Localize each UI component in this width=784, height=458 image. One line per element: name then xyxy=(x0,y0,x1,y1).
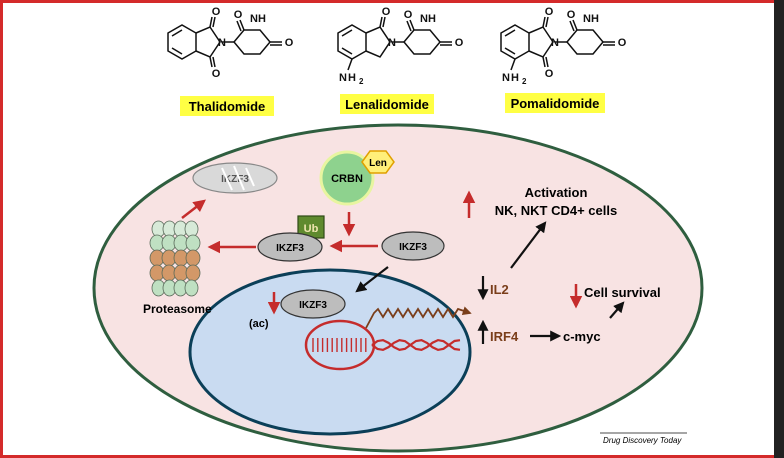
svg-text:H: H xyxy=(258,13,266,25)
proteasome-label: Proteasome xyxy=(143,302,212,316)
svg-text:O: O xyxy=(404,9,413,21)
svg-text:H: H xyxy=(348,72,356,84)
ikzf3-ubiquitinated: IKZF3 xyxy=(257,232,323,262)
svg-text:N: N xyxy=(339,72,347,84)
svg-text:Ub: Ub xyxy=(304,223,319,235)
source-label: Drug Discovery Today xyxy=(603,436,682,445)
proteasome-subunit xyxy=(185,234,201,252)
svg-text:IKZF3: IKZF3 xyxy=(299,300,327,311)
proteasome-subunit xyxy=(185,249,201,267)
svg-text:H: H xyxy=(428,13,436,25)
red-arrows xyxy=(181,190,583,315)
dna-helix-strand xyxy=(371,338,461,352)
proteasome-subunit xyxy=(184,279,199,297)
svg-text:Pomalidomide: Pomalidomide xyxy=(511,96,600,111)
svg-text:O: O xyxy=(455,37,464,49)
frame-shadow xyxy=(774,0,784,458)
svg-text:N: N xyxy=(388,37,396,49)
dna-loop xyxy=(304,306,472,371)
black-arrows xyxy=(355,221,625,344)
mrna-transcript xyxy=(365,306,472,329)
drug-label-lenalidomide: Lenalidomide xyxy=(340,94,434,114)
proteasome-subunit xyxy=(184,220,199,238)
svg-text:Thalidomide: Thalidomide xyxy=(189,99,266,114)
dna-helix-strand xyxy=(371,338,461,352)
cell-survival-label: Cell survival xyxy=(584,285,661,300)
activation-title: Activation xyxy=(525,185,588,200)
svg-text:N: N xyxy=(250,13,258,25)
svg-text:IKZF3: IKZF3 xyxy=(399,242,427,253)
svg-text:2: 2 xyxy=(359,77,364,86)
il2-label: IL2 xyxy=(490,282,509,297)
proteasome-icon xyxy=(149,220,201,297)
svg-text:Lenalidomide: Lenalidomide xyxy=(345,97,429,112)
ac-label: (ac) xyxy=(249,318,269,330)
svg-text:O: O xyxy=(212,68,221,80)
dna-circle xyxy=(304,319,376,371)
ikzf3-cytoplasm: IKZF3 xyxy=(381,231,445,261)
svg-text:N: N xyxy=(502,72,510,84)
svg-text:N: N xyxy=(218,37,226,49)
svg-text:IKZF3: IKZF3 xyxy=(221,174,249,185)
svg-text:O: O xyxy=(212,6,221,18)
degraded-ikzf3: IKZF3 xyxy=(192,162,278,194)
drug-label-thalidomide: Thalidomide xyxy=(180,96,274,116)
svg-text:O: O xyxy=(285,37,294,49)
svg-text:CRBN: CRBN xyxy=(331,173,363,185)
svg-text:O: O xyxy=(545,6,554,18)
irf4-label: IRF4 xyxy=(490,329,519,344)
ubiquitin-tag: Ub xyxy=(297,215,325,239)
svg-text:O: O xyxy=(618,37,627,49)
ikzf3-nucleus: IKZF3 xyxy=(280,289,346,319)
svg-text:IKZF3: IKZF3 xyxy=(276,243,304,254)
svg-text:O: O xyxy=(545,68,554,80)
svg-text:O: O xyxy=(234,9,243,21)
crbn-complex: CRBN Len xyxy=(319,150,395,206)
cmyc-label: c-myc xyxy=(563,329,601,344)
svg-text:H: H xyxy=(511,72,519,84)
svg-text:H: H xyxy=(591,13,599,25)
svg-text:2: 2 xyxy=(522,77,527,86)
svg-text:O: O xyxy=(567,9,576,21)
activation-cells: NK, NKT CD4+ cells xyxy=(495,203,617,218)
proteasome-subunit xyxy=(185,264,201,282)
svg-text:O: O xyxy=(382,6,391,18)
svg-text:N: N xyxy=(583,13,591,25)
svg-text:N: N xyxy=(551,37,559,49)
svg-text:Len: Len xyxy=(369,158,387,169)
svg-text:N: N xyxy=(420,13,428,25)
drug-label-pomalidomide: Pomalidomide xyxy=(505,93,605,113)
